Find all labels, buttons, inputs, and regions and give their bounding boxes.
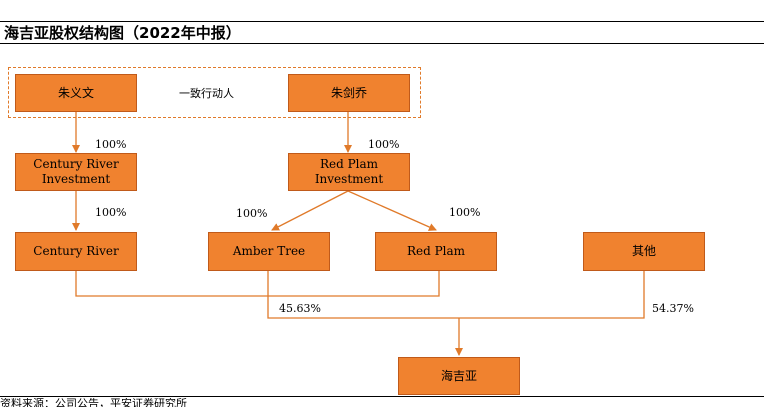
node-rpinv-line2: Investment [314,172,384,186]
node-hygeia: 海吉亚 [398,357,520,395]
pct-rpinv-amber: 100% [236,207,268,220]
node-zhu-yiwen: 朱义文 [15,74,137,112]
node-century-river-label: Century River [33,244,119,258]
node-century-river-investment: Century River Investment [15,153,137,191]
node-amber-tree: Amber Tree [208,232,330,271]
figure-title: 海吉亚股权结构图（2022年中报） [4,24,241,42]
concert-party-group [8,67,421,118]
edge-others-to-hygeia [459,271,645,319]
node-others: 其他 [583,232,705,271]
node-red-plam: Red Plam [375,232,497,271]
node-century-river: Century River [15,232,137,271]
pct-zhu-jianqiao-rpinv: 100% [368,138,400,151]
node-amber-tree-label: Amber Tree [232,244,306,258]
node-zhu-jianqiao-label: 朱剑乔 [330,85,367,100]
source-note: 资料来源：公司公告，平安证券研究所 [0,398,187,407]
title-rule [0,43,764,44]
top-rule [0,21,764,22]
edge-rpinv-to-red-plam [347,190,437,231]
edge-group-bracket [75,271,440,297]
node-red-plam-label: Red Plam [406,244,466,258]
group-label: 一致行动人 [179,87,234,100]
edge-rpinv-to-amber-tree [271,190,349,231]
pct-rpinv-redplam: 100% [449,206,481,219]
pct-crinv-cr: 100% [95,206,127,219]
node-others-label: 其他 [631,244,656,258]
node-zhu-jianqiao: 朱剑乔 [288,74,410,112]
node-crinv-line2: Investment [41,172,111,186]
pct-others-hygeia: 54.37% [652,302,694,315]
node-hygeia-label: 海吉亚 [440,368,477,383]
bottom-rule [0,396,764,397]
node-red-plam-investment: Red Plam Investment [288,153,410,191]
pct-zhu-yiwen-crinv: 100% [95,138,127,151]
pct-group-hygeia: 45.63% [279,302,321,315]
node-zhu-yiwen-label: 朱义文 [57,85,94,100]
node-rpinv-line1: Red Plam [319,157,379,171]
node-crinv-line1: Century River [33,157,119,171]
edge-group-to-hygeia [267,296,459,319]
